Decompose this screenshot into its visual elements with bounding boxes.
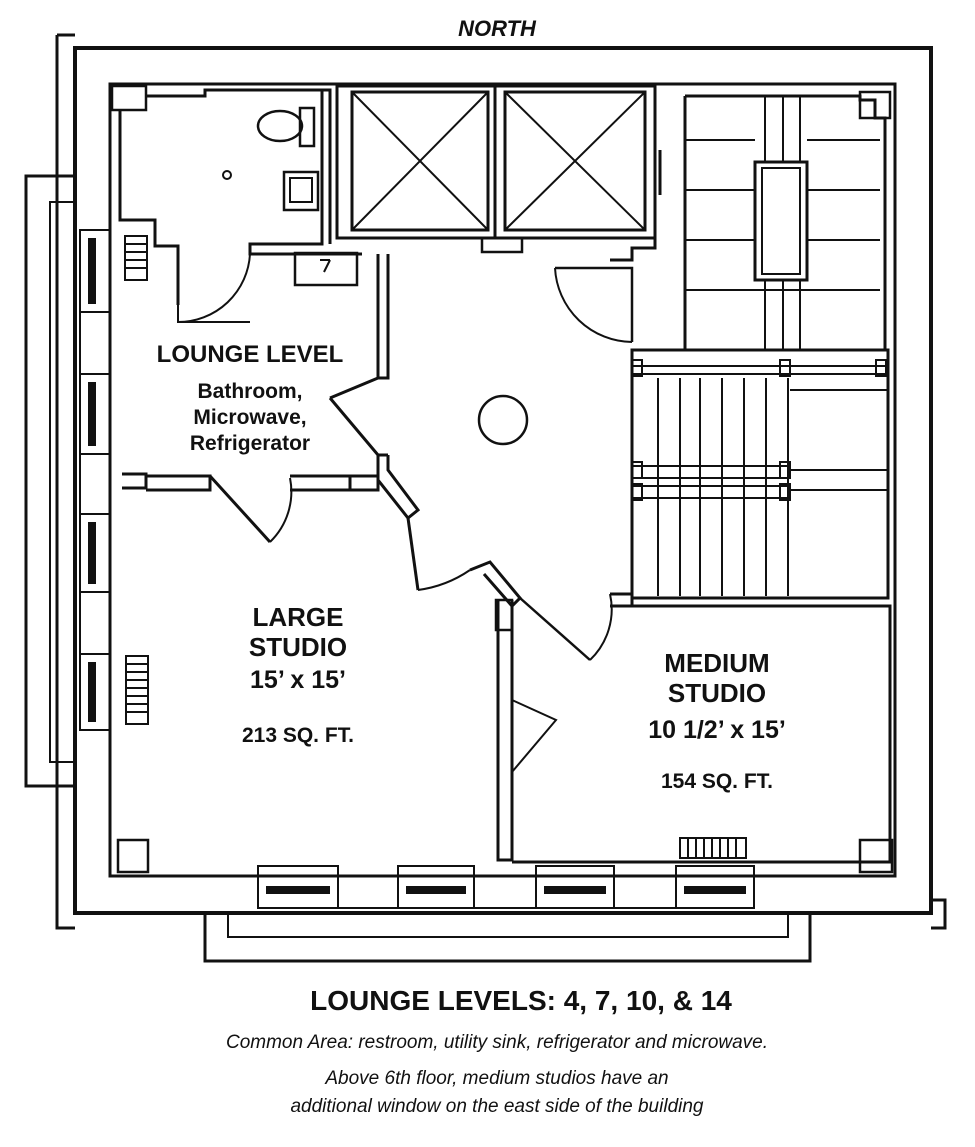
lounge-line-3: Refrigerator bbox=[190, 432, 310, 455]
toilet-icon bbox=[256, 109, 304, 143]
radiators bbox=[124, 235, 747, 859]
hall-walls bbox=[122, 254, 892, 877]
medium-studio-dimensions: 10 1/2’ x 15’ bbox=[648, 716, 786, 744]
hall-column bbox=[477, 394, 529, 446]
utility-sink-icon bbox=[293, 251, 359, 287]
lounge-line-2: Microwave, bbox=[193, 406, 306, 429]
large-studio-title-2: STUDIO bbox=[249, 632, 347, 662]
footer-heading: LOUNGE LEVELS: 4, 7, 10, & 14 bbox=[310, 985, 732, 1016]
footer-note-2-line-2: additional window on the east side of th… bbox=[290, 1096, 703, 1117]
medium-studio-title-2: STUDIO bbox=[668, 678, 766, 708]
north-label: NORTH bbox=[458, 16, 537, 41]
bathroom bbox=[118, 88, 362, 324]
footer-note-2-line-1: Above 6th floor, medium studios have an bbox=[324, 1068, 668, 1089]
labels: NORTH LOUNGE LEVEL Bathroom, Microwave, … bbox=[157, 16, 786, 1117]
elevator-shafts bbox=[335, 84, 662, 262]
west-windows bbox=[79, 229, 111, 731]
corner-columns bbox=[110, 84, 894, 874]
south-windows bbox=[257, 865, 755, 909]
lounge-title: LOUNGE LEVEL bbox=[157, 341, 344, 368]
medium-studio-area: 154 SQ. FT. bbox=[661, 770, 773, 793]
large-studio-title-1: LARGE bbox=[253, 602, 344, 632]
lounge-line-1: Bathroom, bbox=[198, 380, 303, 403]
sink-icon bbox=[282, 170, 320, 212]
medium-studio-title-1: MEDIUM bbox=[664, 648, 769, 678]
footer-note-1: Common Area: restroom, utility sink, ref… bbox=[226, 1032, 768, 1053]
large-studio-area: 213 SQ. FT. bbox=[242, 724, 354, 747]
stairwell bbox=[554, 94, 890, 600]
large-studio-dimensions: 15’ x 15’ bbox=[250, 666, 346, 694]
